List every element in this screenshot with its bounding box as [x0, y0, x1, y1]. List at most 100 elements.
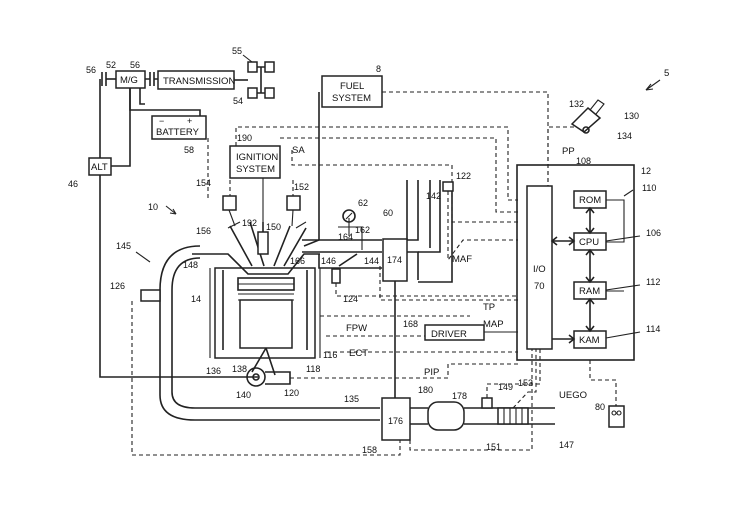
ignition-label-line1: IGNITION	[236, 152, 278, 163]
ref-150: 150	[266, 222, 281, 232]
transmission-label: TRANSMISSION	[163, 76, 235, 87]
ref-174: 174	[387, 255, 402, 265]
egr-valve-176	[381, 397, 411, 441]
ref-114: 114	[646, 324, 660, 334]
ref-8: 8	[376, 64, 381, 74]
clutch-56a-symbol	[101, 72, 107, 86]
signal-pip-label: PIP	[424, 367, 439, 378]
throttle-plate-icon	[338, 209, 363, 267]
ref-110: 110	[642, 183, 656, 193]
fuel-system-label-line2: SYSTEM	[332, 93, 371, 104]
uego-sensor-149	[481, 397, 493, 409]
maf-sensor	[442, 181, 454, 192]
remote-device-80	[608, 405, 625, 428]
cpu-label: CPU	[579, 237, 599, 248]
fuel-line	[303, 92, 320, 247]
engine-cylinder	[209, 267, 321, 376]
alt-label: ALT	[91, 162, 108, 173]
ref-149: 149	[498, 382, 513, 392]
wheel-axle-icon	[247, 61, 275, 99]
ref-162: 162	[355, 225, 370, 235]
ref-148: 148	[183, 260, 198, 270]
io-label: I/O	[533, 264, 546, 275]
ref-118: 118	[306, 364, 320, 374]
pp-signal-line	[547, 126, 574, 186]
exhaust-manifold-outer	[159, 245, 380, 421]
ref-178: 178	[452, 391, 467, 401]
ref-156: 156	[196, 226, 211, 236]
ignition-system-box	[229, 145, 281, 179]
ref-192: 192	[242, 218, 257, 228]
ignition-control-line	[235, 126, 518, 201]
ref-112: 112	[646, 277, 660, 287]
ref-56a: 56	[86, 65, 96, 75]
driver-label: DRIVER	[431, 329, 467, 340]
ref-132: 132	[569, 99, 584, 109]
figure-number-label: 5	[664, 68, 669, 79]
ref-108: 108	[576, 156, 591, 166]
ref-144: 144	[364, 256, 379, 266]
battery-box	[151, 115, 207, 140]
ref-56b: 56	[130, 60, 140, 70]
battery-plus-icon: +	[187, 116, 192, 126]
exhaust-sensor-126	[140, 289, 161, 302]
clutch-56b-symbol	[149, 72, 155, 86]
signal-sa-label: SA	[292, 145, 305, 156]
ref-58: 58	[184, 145, 194, 155]
ref-136: 136	[206, 366, 221, 376]
ref-52: 52	[106, 60, 116, 70]
map-sensor-124	[331, 268, 341, 284]
ref-147: 147	[559, 440, 574, 450]
ref-164: 164	[338, 232, 353, 242]
ref-55: 55	[232, 46, 242, 56]
ref-146: 146	[321, 256, 336, 266]
intake-system	[302, 180, 453, 283]
mg-label: M/G	[120, 75, 138, 86]
fuel-system-label-line1: FUEL	[340, 81, 364, 92]
signal-uego-label: UEGO	[559, 390, 587, 401]
fuel-system-box	[321, 75, 383, 108]
cylinder-head	[192, 221, 320, 275]
rom-label: ROM	[579, 195, 601, 206]
ref-166: 166	[290, 256, 305, 266]
battery-label: BATTERY	[156, 127, 200, 138]
ref-54: 54	[233, 96, 243, 106]
battery-minus-icon: −	[159, 116, 164, 126]
ref-14: 14	[191, 294, 201, 304]
ref-154: 154	[196, 178, 211, 188]
signal-tp-label: TP	[483, 302, 495, 313]
exhaust-manifold-inner	[171, 257, 380, 409]
ref-152: 152	[294, 182, 309, 192]
ref-151: 151	[486, 442, 501, 452]
signal-fpw-label: FPW	[346, 323, 367, 334]
signal-pp-label: PP	[562, 146, 575, 157]
bus-arrows	[550, 206, 595, 344]
io-number-label: 70	[534, 281, 545, 292]
ignition-label-line2: SYSTEM	[236, 164, 275, 175]
ref-135: 135	[344, 394, 359, 404]
ref-12: 12	[641, 166, 651, 176]
kam-label: KAM	[579, 335, 600, 346]
ref-80: 80	[595, 402, 605, 412]
ref-176: 176	[388, 416, 403, 426]
ref-130: 130	[624, 111, 639, 121]
ref-134: 134	[617, 131, 632, 141]
ref-145: 145	[116, 241, 131, 251]
powertrain-group: 56 M/G 52 56 TRANSMISSION 54 55 BATTERY …	[68, 46, 275, 378]
catalyst-178	[427, 401, 465, 431]
ref-168: 168	[403, 319, 418, 329]
ref-122: 122	[456, 171, 471, 181]
signal-ect-label: ECT	[349, 348, 368, 359]
particulate-filter-151	[497, 407, 529, 425]
ref-126: 126	[110, 281, 125, 291]
ref-124: 124	[343, 294, 358, 304]
accelerator-pedal-icon	[570, 99, 605, 134]
ref-10: 10	[148, 202, 158, 212]
ram-label: RAM	[579, 286, 600, 297]
ref-120: 120	[284, 388, 299, 398]
signal-maf-label: MAF	[452, 254, 472, 265]
ref-153: 153	[518, 378, 533, 388]
ref-116: 116	[323, 350, 337, 360]
ref-142: 142	[426, 191, 441, 201]
